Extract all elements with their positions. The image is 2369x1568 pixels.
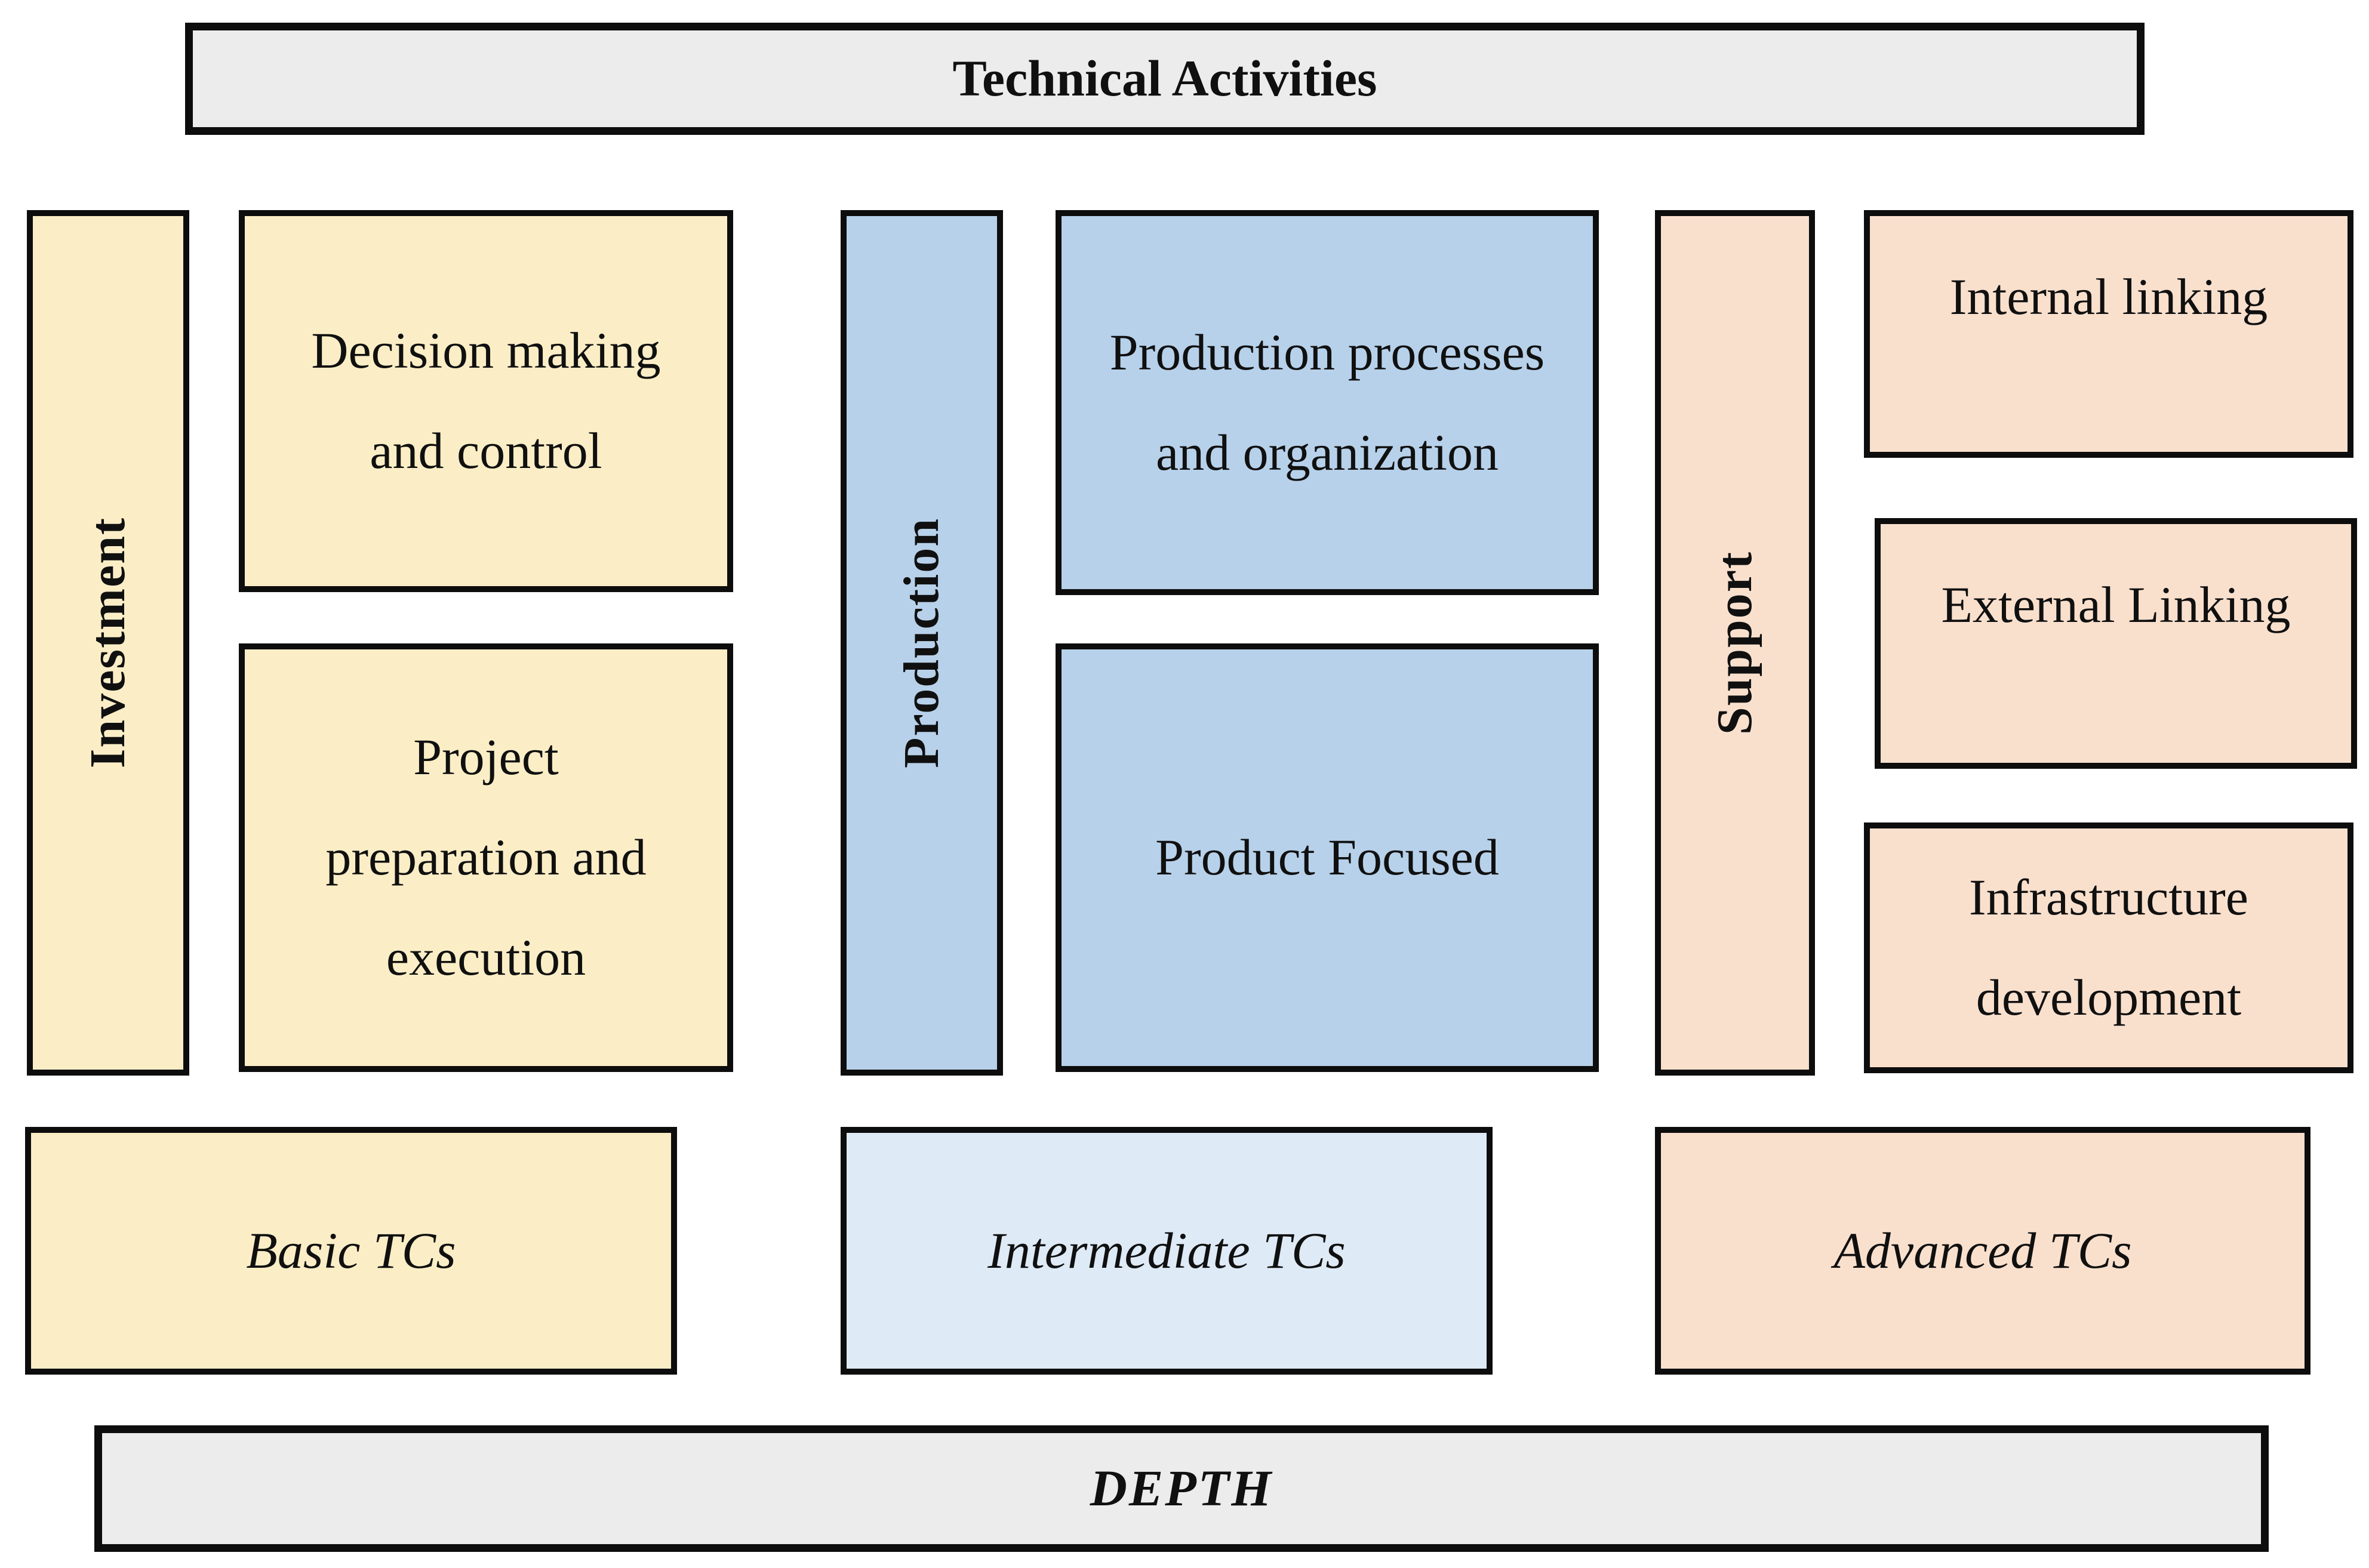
decision-making-box: Decision making and control <box>239 210 733 592</box>
production-processes-line: and organization <box>1156 423 1499 481</box>
technical-activities-bar: Technical Activities <box>185 23 2145 135</box>
internal-linking-box: Internal linking <box>1864 210 2353 458</box>
depth-bar: DEPTH <box>94 1425 2269 1552</box>
basic-tcs-label: Basic TCs <box>246 1221 456 1279</box>
advanced-tcs-label: Advanced TCs <box>1833 1221 2132 1279</box>
intermediate-tcs-label: Intermediate TCs <box>987 1221 1346 1279</box>
internal-linking-line: Internal linking <box>1949 268 2268 325</box>
project-preparation-box: Project preparation and execution <box>239 643 733 1072</box>
support-column-bar: Support <box>1655 210 1815 1076</box>
external-linking-box: External Linking <box>1875 518 2357 769</box>
decision-making-line: and control <box>370 422 602 479</box>
investment-column-bar: Investment <box>27 210 189 1076</box>
project-preparation-line: preparation and <box>325 828 647 886</box>
production-column-bar: Production <box>841 210 1003 1076</box>
basic-tcs-box: Basic TCs <box>25 1127 677 1375</box>
depth-title: DEPTH <box>1090 1459 1273 1517</box>
advanced-tcs-box: Advanced TCs <box>1655 1127 2310 1375</box>
project-preparation-line: Project <box>413 728 559 786</box>
external-linking-line: External Linking <box>1941 576 2291 633</box>
project-preparation-line: execution <box>386 928 586 986</box>
production-column-label: Production <box>894 517 949 768</box>
product-focused-line: Product Focused <box>1155 828 1499 886</box>
infrastructure-line: Infrastructure <box>1969 868 2248 926</box>
investment-column-label: Investment <box>80 517 136 769</box>
intermediate-tcs-box: Intermediate TCs <box>841 1127 1493 1375</box>
product-focused-box: Product Focused <box>1056 643 1599 1072</box>
technical-activities-title: Technical Activities <box>952 50 1377 107</box>
production-processes-line: Production processes <box>1109 323 1545 381</box>
production-processes-box: Production processes and organization <box>1056 210 1599 595</box>
infrastructure-line: development <box>1976 969 2242 1026</box>
support-column-label: Support <box>1707 550 1762 735</box>
infrastructure-development-box: Infrastructure development <box>1864 822 2353 1073</box>
decision-making-line: Decision making <box>311 322 661 380</box>
